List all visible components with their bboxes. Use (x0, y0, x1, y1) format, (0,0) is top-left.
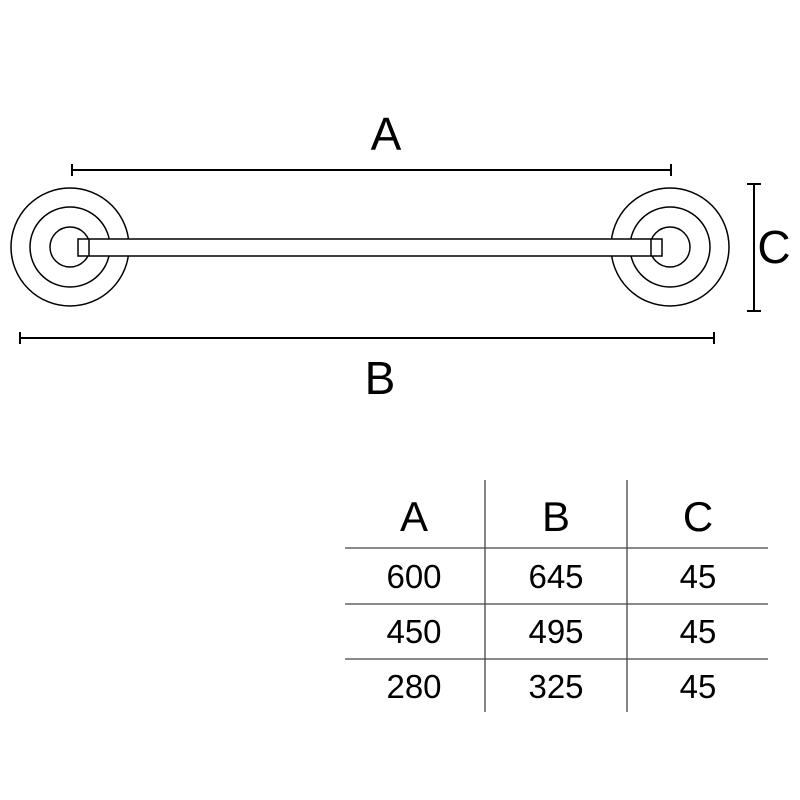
dimension-a (71, 164, 672, 176)
dimension-b-label: B (365, 352, 396, 404)
table-header-cell: C (683, 493, 713, 540)
dimension-c (747, 183, 761, 312)
table-cell: 45 (680, 558, 717, 595)
table-cell: 600 (386, 558, 441, 595)
dimension-b (19, 332, 715, 344)
table-header-cell: A (400, 493, 428, 540)
table-cell: 450 (386, 613, 441, 650)
table-cell: 280 (386, 668, 441, 705)
dimension-c-label: C (757, 221, 790, 273)
dimension-a-label: A (371, 108, 402, 160)
table-cell: 495 (528, 613, 583, 650)
table-header-cell: B (542, 493, 570, 540)
table-cell: 645 (528, 558, 583, 595)
table-cell: 45 (680, 613, 717, 650)
table-row: 280 325 45 (386, 668, 716, 705)
table-cell: 325 (528, 668, 583, 705)
table-row: 450 495 45 (386, 613, 716, 650)
size-table-grid (345, 480, 768, 712)
table-row: 600 645 45 (386, 558, 716, 595)
table-cell: 45 (680, 668, 717, 705)
rail-bar (77, 238, 663, 257)
size-table-header: A B C (400, 493, 713, 540)
rail-bar-body (77, 238, 663, 257)
